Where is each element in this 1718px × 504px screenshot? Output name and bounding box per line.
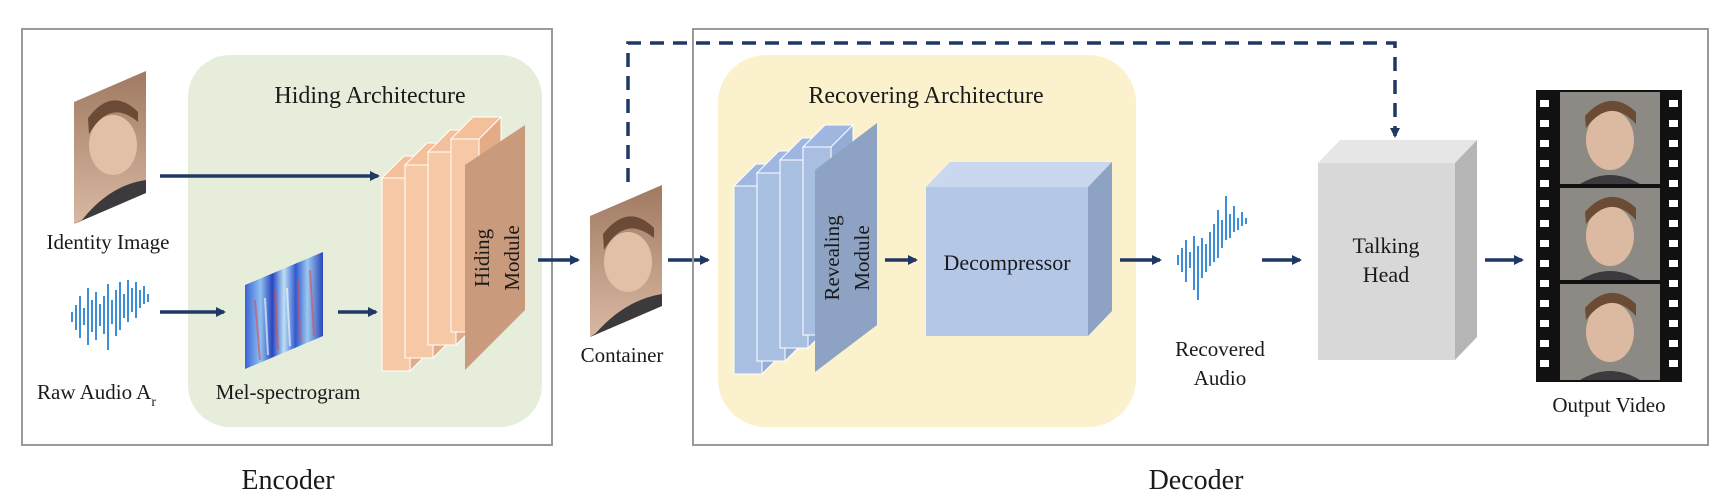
decoder-box bbox=[692, 28, 1709, 446]
talking-head-block bbox=[1318, 140, 1477, 360]
dashed-identity-link bbox=[626, 41, 1400, 182]
encoder-label: Encoder bbox=[241, 465, 335, 496]
raw-audio-waveform bbox=[71, 280, 149, 350]
recovered-audio-waveform bbox=[1177, 196, 1247, 300]
revealing-module-stack bbox=[732, 123, 877, 376]
decoder-label: Decoder bbox=[1149, 465, 1245, 496]
hiding-module-stack bbox=[380, 115, 525, 373]
output-video-filmstrip bbox=[1536, 90, 1682, 382]
recovering-architecture-title: Recovering Architecture bbox=[808, 83, 1043, 109]
raw-audio-label: Raw Audio Ar bbox=[37, 380, 156, 410]
decompressor-label: Decompressor bbox=[943, 250, 1071, 275]
output-video-label: Output Video bbox=[1552, 393, 1665, 417]
video-frame-2 bbox=[1560, 188, 1660, 280]
container-label: Container bbox=[581, 343, 664, 367]
decompressor-block bbox=[926, 162, 1112, 336]
container-image bbox=[590, 185, 662, 337]
hiding-architecture-title: Hiding Architecture bbox=[274, 83, 465, 109]
video-frame-1 bbox=[1560, 92, 1660, 184]
mel-spectrogram-image bbox=[245, 252, 323, 369]
mel-spectrogram-label: Mel-spectrogram bbox=[216, 380, 361, 404]
video-frame-3 bbox=[1560, 284, 1660, 380]
identity-image-label: Identity Image bbox=[46, 230, 169, 254]
encoder-box bbox=[21, 28, 553, 446]
identity-image bbox=[74, 71, 146, 224]
